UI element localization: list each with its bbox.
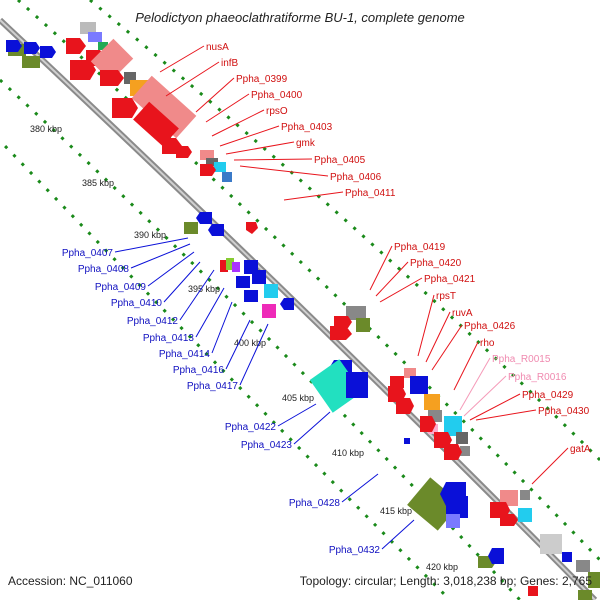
scale-tick-label: 385 kbp [82,178,114,188]
gene-label-ppha_0414: Ppha_0414 [159,349,211,360]
leader-line [195,287,225,338]
map-title: Pelodictyon phaeoclathratiforme BU-1, co… [135,10,465,25]
gene-label-ppha_0400: Ppha_0400 [251,90,303,101]
scale-tick-label: 410 kbp [332,448,364,458]
gene-label-ppha_0399: Ppha_0399 [236,74,288,85]
gene-label-ppha_0406: Ppha_0406 [330,172,382,183]
leader-line [165,61,220,97]
gene-features [6,22,600,600]
gene-label-ppha_0412: Ppha_0412 [127,316,179,327]
leader-line [219,125,280,147]
leader-line [130,243,191,269]
leader-line [431,324,463,371]
scale-tick-label: 400 kbp [234,338,266,348]
scale-tick-label: 390 kbp [134,230,166,240]
leader-line [381,519,415,550]
leader-line [463,375,507,417]
scale-tick-label: 405 kbp [282,393,314,403]
gene-label-ppha_0407: Ppha_0407 [62,248,114,259]
topology-text: Topology: circular; Length: 3,018,238 bp… [299,574,592,588]
scale-tick-label: 380 kbp [30,124,62,134]
gene-label-infb: infB [221,58,239,69]
gene-label-ppha_0410: Ppha_0410 [111,298,163,309]
gene-label-ppha_0409: Ppha_0409 [95,282,147,293]
leader-line [475,409,537,421]
leader-line [211,301,233,354]
gene-label-gata: gatA [570,444,591,455]
gene-label-ppha_0420: Ppha_0420 [410,258,462,269]
leader-line [179,269,215,321]
scale-ticks: 380 kbp 385 kbp 390 kbp 395 kbp 400 kbp 405 k… [30,124,458,572]
leader-line [163,261,201,303]
gene-label-rho: rho [480,338,495,349]
leader-line [225,319,251,370]
gene-label-ppha_r0015: Ppha_R0015 [492,354,551,365]
gene-label-ppha_0432: Ppha_0432 [329,545,381,556]
gene-label-ppha_0405: Ppha_0405 [314,155,366,166]
leader-line [147,251,195,287]
gene-label-rpst: rpsT [436,291,456,302]
gene-label-ppha_0428: Ppha_0428 [289,498,341,509]
reverse-gene-labels: Ppha_0407Ppha_0408Ppha_0409Ppha_0410Ppha… [62,237,415,556]
gene-label-ppha_0411: Ppha_0411 [345,188,396,199]
leader-line [453,341,479,391]
gene-label-ppha_0417: Ppha_0417 [187,381,239,392]
leader-line [225,141,295,155]
leader-line [379,277,423,303]
scale-tick-label: 420 kbp [426,562,458,572]
gene-label-ppha_0422: Ppha_0422 [225,422,277,433]
gene-label-rpso: rpsO [266,106,288,117]
leader-line [159,45,205,73]
leader-line [283,191,344,201]
gene-label-ppha_r0016: Ppha_R0016 [508,372,567,383]
leader-line [375,261,409,297]
gene-label-ppha_0413: Ppha_0413 [143,333,195,344]
leader-line [425,311,451,363]
gene-label-ppha_0426: Ppha_0426 [464,321,516,332]
gene-label-gmk: gmk [296,138,316,149]
leader-line [114,237,189,253]
scale-tick-label: 415 kbp [380,506,412,516]
leader-line [459,357,491,411]
gene-label-ppha_0429: Ppha_0429 [522,390,574,401]
gene-label-ppha_0421: Ppha_0421 [424,274,476,285]
leader-line [233,158,313,161]
leader-line [239,165,329,177]
leader-line [417,294,435,357]
gene-label-ppha_0416: Ppha_0416 [173,365,225,376]
leader-line [293,411,331,445]
leader-line [195,77,235,113]
scale-tick-label: 395 kbp [188,284,220,294]
leader-line [341,473,379,503]
gene-label-ppha_0403: Ppha_0403 [281,122,333,133]
accession-text: Accession: NC_011060 [8,574,133,588]
leader-line [239,323,269,386]
leader-line [277,403,317,427]
gene-label-ruva: ruvA [452,308,473,319]
leader-line [211,109,265,137]
leader-line [531,447,569,485]
gene-label-ppha_0423: Ppha_0423 [241,440,293,451]
leader-line [369,245,393,291]
gene-label-ppha_0408: Ppha_0408 [78,264,130,275]
gene-label-ppha_0419: Ppha_0419 [394,242,446,253]
leader-line [469,393,521,421]
leader-line [205,93,250,123]
gene-label-ppha_0430: Ppha_0430 [538,406,590,417]
gene-label-nusa: nusA [206,42,229,53]
